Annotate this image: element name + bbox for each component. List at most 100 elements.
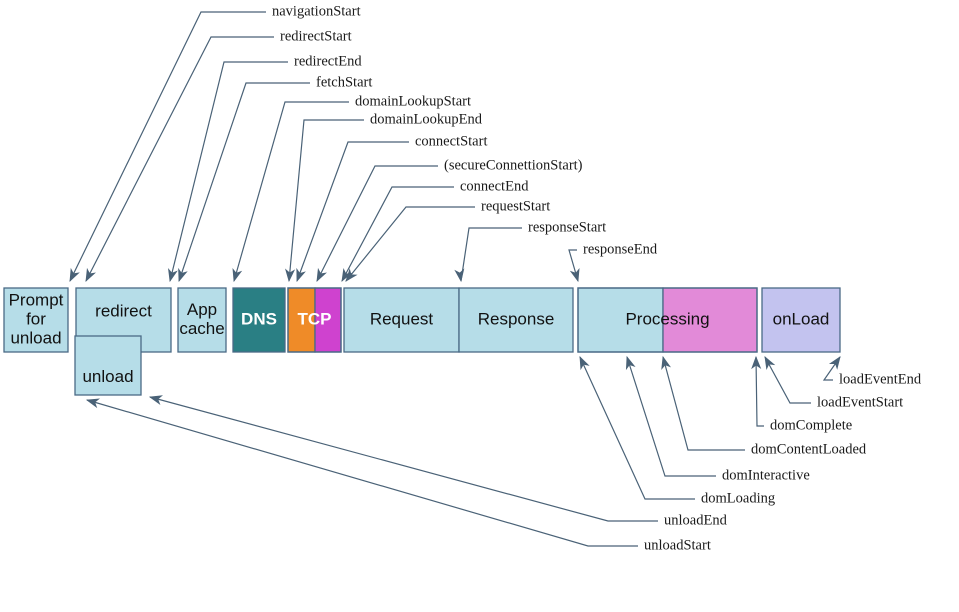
- arrowhead: [569, 267, 580, 283]
- phase-onload: onLoad: [761, 287, 841, 353]
- event-label-redirectEnd: redirectEnd: [294, 53, 362, 69]
- event-label-domInteractive: domInteractive: [722, 467, 810, 483]
- phase-label-tcp: TCP: [298, 309, 332, 328]
- leader-line-unloadEnd: [149, 396, 658, 522]
- leader-line-secureConnectionStart: [316, 165, 438, 282]
- event-label-domainLookupStart: domainLookupStart: [355, 93, 471, 109]
- phase-label-processing: Processing: [625, 309, 709, 328]
- phase-unload: unload: [74, 335, 142, 396]
- event-label-domComplete: domComplete: [770, 417, 852, 433]
- arrowhead: [148, 395, 163, 406]
- phase-box-app-cache: [177, 287, 227, 353]
- arrowhead: [285, 268, 296, 283]
- phase-processing-magenta: [662, 287, 758, 353]
- event-label-responseStart: responseStart: [528, 219, 606, 235]
- phase-box-unload: [74, 335, 142, 396]
- leader-line-navigationStart: [69, 11, 266, 282]
- event-label-unloadStart: unloadStart: [644, 537, 711, 553]
- leader-line-domainLookupEnd: [288, 119, 364, 282]
- arrowhead: [345, 268, 358, 282]
- phase-label-prompt-for-unload: Prompt: [9, 290, 64, 309]
- arrow-redirectStart: [85, 267, 96, 282]
- arrow-unloadEnd: [148, 395, 163, 406]
- arrow-domInteractive: [625, 355, 636, 371]
- phase-label-dns: DNS: [241, 309, 277, 328]
- phase-box-processing-magenta: [662, 287, 758, 353]
- top-event-labels: navigationStartredirectStartredirectEndf…: [272, 3, 658, 257]
- leader-line-domainLookupStart: [233, 101, 349, 282]
- arrow-unloadStart: [85, 398, 101, 409]
- arrow-domComplete: [751, 355, 762, 370]
- event-label-connectStart: connectStart: [415, 133, 487, 149]
- leader-line-redirectEnd: [169, 61, 288, 282]
- phase-label-prompt-for-unload: for: [26, 309, 46, 328]
- arrowhead: [69, 267, 80, 283]
- phase-box-processing-light: [577, 287, 664, 353]
- phase-label-app-cache: cache: [179, 319, 224, 338]
- arrowhead: [232, 267, 243, 283]
- bottom-event-labels: loadEventEnd loadEventStart domComplete dom…: [644, 371, 922, 553]
- arrowhead: [828, 356, 841, 370]
- phase-dns: DNS: [232, 287, 286, 353]
- event-label-loadEventEnd: loadEventEnd: [839, 371, 922, 387]
- phase-label-prompt-for-unload: unload: [10, 328, 61, 347]
- arrowhead: [85, 398, 101, 409]
- arrow-navigationStart: [69, 267, 80, 283]
- event-label-domainLookupEnd: domainLookupEnd: [370, 111, 483, 127]
- leader-line-responseEnd: [568, 249, 579, 282]
- arrowhead: [316, 267, 327, 282]
- leader-line-domInteractive: [626, 356, 716, 477]
- bottom-event-leader-lines: [85, 355, 841, 547]
- leader-line-fetchStart: [178, 82, 310, 282]
- arrow-domLoading: [579, 355, 590, 371]
- arrow-connectStart: [296, 267, 306, 283]
- arrowhead: [579, 355, 590, 371]
- arrow-requestStart: [345, 268, 358, 282]
- arrow-domContentLoaded: [661, 355, 672, 370]
- leader-line-loadEventEnd: [822, 356, 841, 381]
- arrow-domainLookupEnd: [285, 268, 296, 283]
- phase-label-unload: unload: [82, 367, 133, 386]
- arrow-loadEventStart: [764, 356, 776, 371]
- leader-line-responseStart: [460, 227, 522, 282]
- event-label-loadEventStart: loadEventStart: [817, 394, 903, 410]
- phase-box-onload: [761, 287, 841, 353]
- leader-line-domLoading: [579, 356, 695, 500]
- leader-line-connectStart: [296, 141, 409, 282]
- arrowhead: [625, 355, 636, 371]
- phase-label-app-cache: App: [187, 300, 217, 319]
- arrowhead: [168, 268, 178, 283]
- event-label-connectEnd: connectEnd: [460, 178, 529, 194]
- phase-label-onload: onLoad: [773, 309, 830, 328]
- event-label-unloadEnd: unloadEnd: [664, 512, 728, 528]
- arrow-loadEventEnd: [828, 356, 841, 370]
- leader-line-domComplete: [755, 356, 764, 427]
- phase-label-response: Response: [478, 309, 555, 328]
- phase-tcp: TCP: [287, 287, 342, 353]
- top-event-leader-lines: [69, 11, 580, 283]
- event-label-domContentLoaded: domContentLoaded: [751, 441, 867, 457]
- event-label-fetchStart: fetchStart: [316, 74, 372, 90]
- leader-line-requestStart: [345, 206, 475, 282]
- event-label-domLoading: domLoading: [701, 490, 775, 506]
- arrowhead: [764, 356, 776, 371]
- phase-processing: Processing: [577, 287, 758, 353]
- arrow-responseEnd: [569, 267, 580, 283]
- arrow-redirectEnd: [168, 268, 178, 283]
- leader-line-redirectStart: [85, 36, 274, 282]
- arrowhead: [178, 267, 188, 283]
- arrow-responseStart: [454, 268, 465, 283]
- event-label-responseEnd: responseEnd: [583, 241, 658, 257]
- leader-line-domContentLoaded: [662, 356, 745, 451]
- phase-processing-light: [577, 287, 664, 353]
- arrow-domainLookupStart: [232, 267, 243, 283]
- leader-line-loadEventStart: [764, 356, 811, 404]
- event-label-redirectStart: redirectStart: [280, 28, 352, 44]
- arrowhead: [85, 267, 96, 282]
- arrowhead: [454, 268, 465, 283]
- phase-box-dns: [232, 287, 286, 353]
